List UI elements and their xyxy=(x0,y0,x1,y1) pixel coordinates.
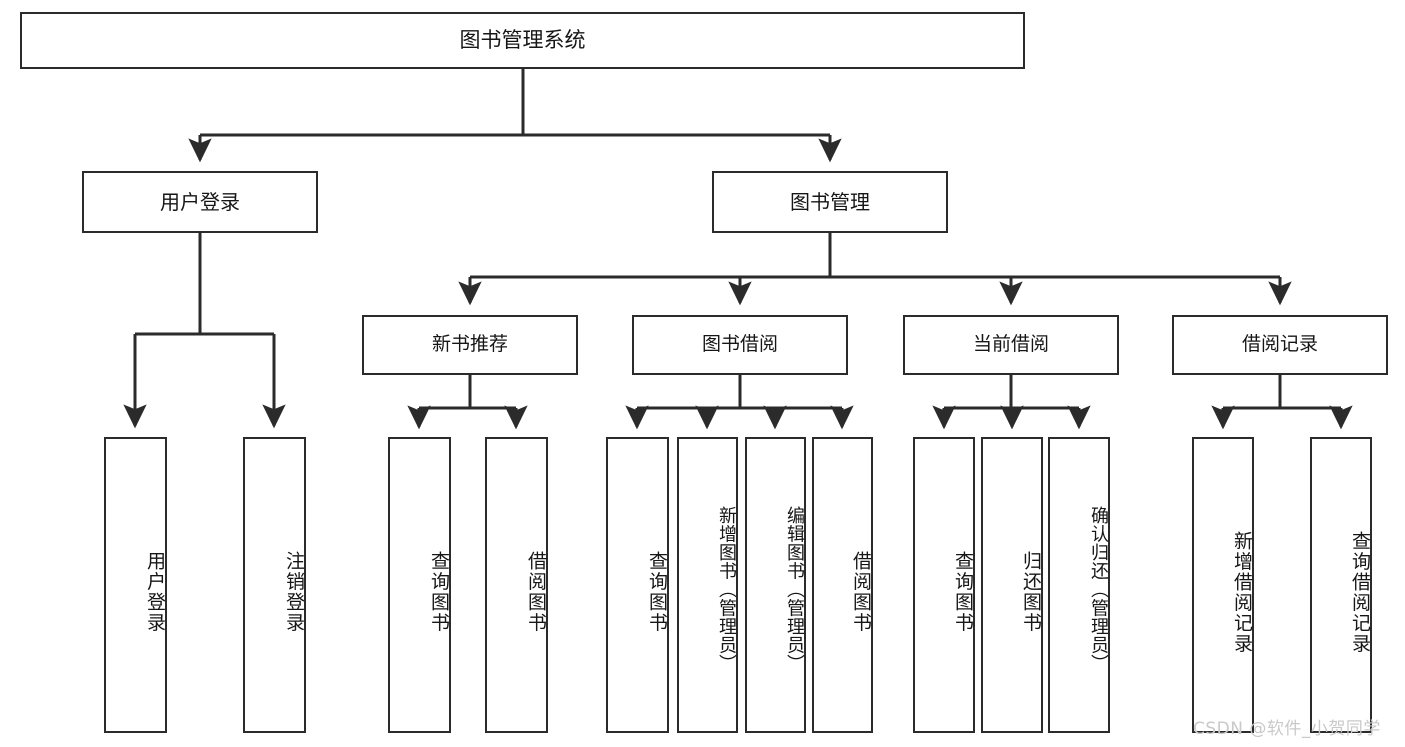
node-leaf-borrow-book-2[interactable]: 借阅图书 xyxy=(812,437,873,733)
node-new-book-recommend[interactable]: 新书推荐 xyxy=(362,315,578,375)
node-leaf-logout[interactable]: 注销登录 xyxy=(243,437,306,733)
node-leaf-add-book[interactable]: 新增图书（管理员） xyxy=(677,437,738,733)
node-leaf-borrow-book-1[interactable]: 借阅图书 xyxy=(485,437,548,733)
node-leaf-user-login[interactable]: 用户登录 xyxy=(104,437,167,733)
node-leaf-query-book-1[interactable]: 查询图书 xyxy=(388,437,451,733)
node-leaf-query-book-2[interactable]: 查询图书 xyxy=(606,437,669,733)
node-leaf-query-record[interactable]: 查询借阅记录 xyxy=(1310,437,1372,733)
node-root[interactable]: 图书管理系统 xyxy=(20,12,1025,69)
node-book-manage[interactable]: 图书管理 xyxy=(712,171,948,233)
node-leaf-return-book[interactable]: 归还图书 xyxy=(981,437,1043,733)
node-leaf-edit-book[interactable]: 编辑图书（管理员） xyxy=(745,437,806,733)
node-book-borrow[interactable]: 图书借阅 xyxy=(632,315,848,375)
node-borrow-record[interactable]: 借阅记录 xyxy=(1172,315,1388,375)
node-current-borrow[interactable]: 当前借阅 xyxy=(903,315,1119,375)
csdn-watermark: CSDN @软件_小贺同学 xyxy=(1193,719,1381,739)
node-leaf-add-record[interactable]: 新增借阅记录 xyxy=(1192,437,1254,733)
node-user-login[interactable]: 用户登录 xyxy=(82,171,318,233)
node-leaf-confirm-return[interactable]: 确认归还（管理员） xyxy=(1048,437,1110,733)
node-leaf-query-book-3[interactable]: 查询图书 xyxy=(913,437,975,733)
